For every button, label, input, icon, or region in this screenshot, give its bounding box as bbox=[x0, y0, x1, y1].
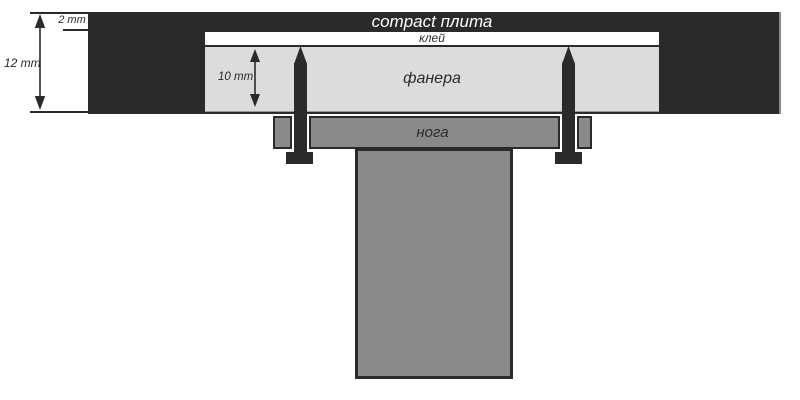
plywood-label: фанера bbox=[403, 70, 461, 87]
glue-layer bbox=[205, 32, 659, 47]
dim-total-thickness-label: 12 mm bbox=[4, 56, 41, 70]
leg-rail-left-cap bbox=[273, 116, 292, 149]
leg-rail-right-cap bbox=[577, 116, 592, 149]
compact-board-label: compact плита bbox=[371, 12, 493, 31]
dim-plywood-thickness-label: 10 mm bbox=[218, 71, 254, 83]
dim-top-layer-label: 2 mm bbox=[58, 14, 86, 26]
leg-post bbox=[355, 148, 513, 379]
leg-label: нога bbox=[416, 124, 449, 141]
leg-rail bbox=[309, 116, 560, 149]
glue-label: клей bbox=[419, 31, 445, 45]
plywood-layer bbox=[205, 47, 659, 112]
